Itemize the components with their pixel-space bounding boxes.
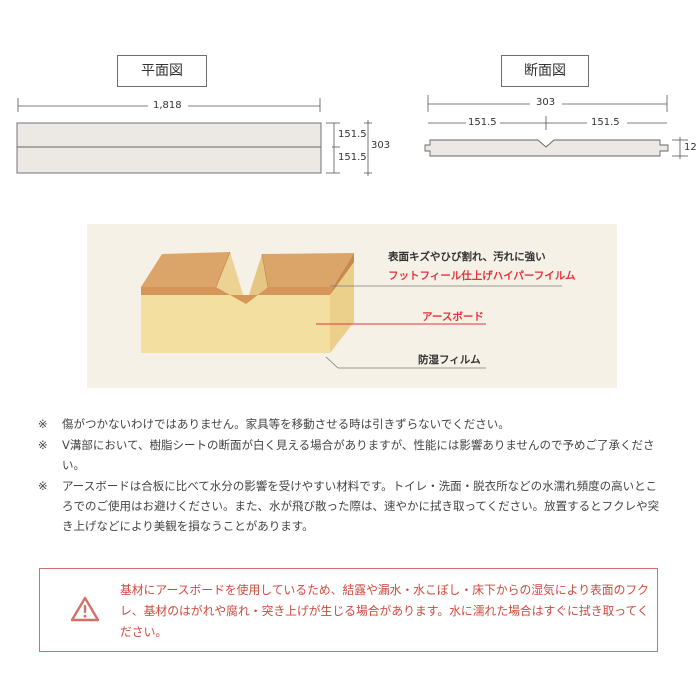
warning-box: 基材にアースボードを使用しているため、結露や漏水・水こぼし・床下からの湿気により…: [39, 568, 658, 652]
layer-top-sub-label: フットフィール仕上げハイパーフイルム: [388, 270, 576, 282]
layer-diagram: [141, 251, 562, 369]
note-item: ※ アースボードは合板に比べて水分の影響を受けやすい材料です。トイレ・洗面・脱衣…: [38, 476, 668, 536]
note-text: アースボードは合板に比べて水分の影響を受けやすい材料です。トイレ・洗面・脱衣所な…: [62, 479, 660, 533]
section-width-label: 303: [536, 97, 556, 108]
plan-half2-label: 151.5: [338, 152, 367, 163]
note-mark: ※: [38, 417, 48, 431]
notes-list: ※ 傷がつかないわけではありません。家具等を移動させる時は引きずらないでください…: [38, 414, 668, 537]
plan-view-title: 平面図: [117, 55, 207, 87]
warning-triangle-icon: [70, 596, 100, 622]
layer-bottom-label: 防湿フィルム: [418, 354, 481, 366]
layer-top-label: 表面キズやひび割れ、汚れに強い: [388, 251, 546, 263]
plan-view-drawing: [16, 98, 372, 176]
note-item: ※ V溝部において、樹脂シートの断面が白く見える場合がありますが、性能には影響あ…: [38, 435, 668, 475]
section-half2-label: 151.5: [591, 117, 620, 128]
layer-middle-label: アースボード: [422, 311, 484, 323]
note-item: ※ 傷がつかないわけではありません。家具等を移動させる時は引きずらないでください…: [38, 414, 668, 434]
section-view-drawing: [424, 95, 688, 159]
note-mark: ※: [38, 479, 48, 493]
warning-text: 基材にアースボードを使用しているため、結露や漏水・水こぼし・床下からの湿気により…: [120, 583, 649, 639]
note-text: V溝部において、樹脂シートの断面が白く見える場合がありますが、性能には影響ありま…: [62, 438, 655, 472]
note-text: 傷がつかないわけではありません。家具等を移動させる時は引きずらないでください。: [62, 417, 510, 431]
section-view-title: 断面図: [501, 55, 589, 87]
plan-half1-label: 151.5: [338, 129, 367, 140]
section-half1-label: 151.5: [468, 117, 497, 128]
note-mark: ※: [38, 438, 48, 452]
plan-width-label: 303: [371, 140, 391, 151]
plan-length-label: 1,818: [153, 100, 182, 111]
section-thickness-label: 12: [684, 142, 697, 153]
